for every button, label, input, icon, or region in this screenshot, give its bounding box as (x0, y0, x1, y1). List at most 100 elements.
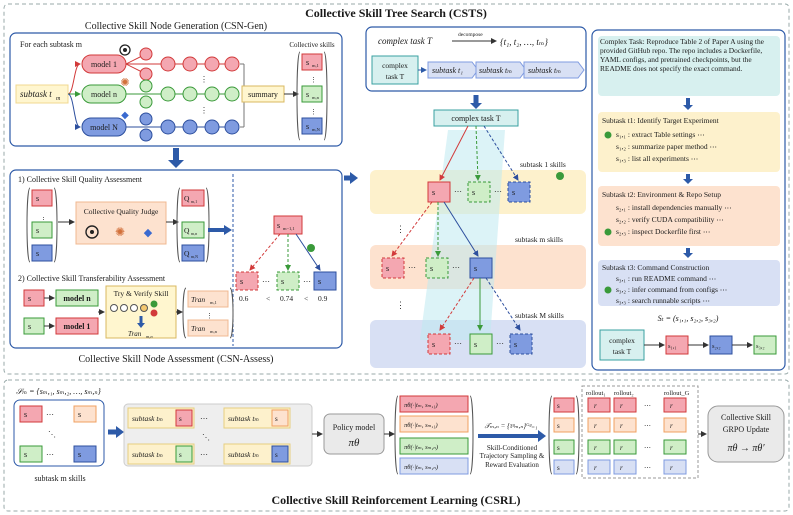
svg-text:task T: task T (386, 72, 405, 81)
tran-n-sub: m,n (210, 329, 218, 335)
q-skill-1: s (36, 194, 39, 203)
model-N-label: model N (90, 123, 118, 132)
judge-whale-icon: ◆ (144, 226, 153, 239)
transfer-model-1-label: model 1 (64, 322, 91, 331)
grpo-update-box[interactable] (707, 405, 785, 463)
pi-2-label: πθ(·|tₘ, sₘ,₁) (404, 422, 438, 429)
example-complex-box (599, 329, 645, 361)
sub1-skill-1: s₁,₁ : extract Table settings ⋯ (616, 130, 705, 139)
svg-text:r: r (670, 444, 673, 452)
example-sub1-box (598, 112, 780, 172)
verify-cross-icon (150, 309, 158, 317)
tran-n (187, 319, 229, 337)
q-score-n-sub: m,n (191, 231, 197, 237)
svg-text:s: s (514, 340, 517, 349)
policy-model-sym: πθ (349, 437, 361, 449)
chain-node-3 (753, 335, 777, 355)
q-score-N (181, 244, 205, 262)
pair-1-1: subtask tₘ s (127, 407, 195, 429)
level-M-label: subtask M skills (515, 311, 564, 320)
tree-node-1-1-s: s (432, 188, 435, 197)
csn-assess-title: Collective Skill Node Assessment (CSN-As… (79, 354, 274, 365)
pi-4 (399, 457, 469, 475)
svg-text:⋯: ⋯ (644, 402, 651, 410)
gen-ellipsis-2: ⋮ (200, 106, 208, 115)
svg-text:s: s (474, 340, 477, 349)
svg-text:r: r (594, 464, 597, 472)
svg-text:s: s (318, 277, 321, 286)
svg-text:r: r (670, 464, 673, 472)
svg-text:⋯: ⋯ (644, 422, 651, 430)
main-title: Collective Skill Tree Search (CSTS) (305, 6, 487, 20)
svg-text:⋱: ⋱ (202, 433, 210, 442)
svg-text:r: r (670, 422, 673, 430)
level1-check-icon (556, 172, 564, 180)
tau-expr: 𝒯ₘ,ₙ = {τᵍₘ,ₙ}ᴳᵍ₌₁ (485, 422, 538, 430)
policy-model-label: Policy model (333, 423, 376, 432)
quality-judge-box (75, 201, 167, 245)
svg-text:s: s (512, 188, 515, 197)
cs-skill-n (301, 85, 323, 103)
svg-text:s: s (557, 402, 560, 410)
svg-text:⋯: ⋯ (408, 263, 416, 272)
tree-node-1-1 (427, 181, 451, 203)
tree-val-1: 0.6 (239, 294, 249, 303)
svg-text:s: s (275, 451, 278, 459)
svg-text:s: s (179, 415, 182, 423)
gen-row-green (126, 79, 240, 109)
svg-text:s: s (474, 264, 477, 273)
level-m-label: subtask m skills (515, 235, 563, 244)
cs-skill-1-sub: m,1 (312, 63, 319, 69)
subtask-seq (427, 61, 585, 79)
cs-skill-1-s: s (306, 58, 309, 67)
svg-text:⋯: ⋯ (46, 450, 54, 459)
sub2-skill-3: s₂,₃ : inspect Dockerfile first ⋯ (616, 227, 711, 236)
example-task-text: Complex Task: Reproduce Table 2 of Paper… (600, 37, 764, 74)
tree-lt-2: < (304, 294, 308, 303)
tree-complex-task-label: complex task T (451, 114, 500, 123)
seq-1: subtask t₁ (432, 66, 463, 75)
tree-node-m-N (469, 257, 493, 279)
for-each-label: For each subtask m (20, 40, 83, 49)
csrl-title: Collective Skill Reinforcement Learning … (271, 493, 520, 507)
to-model1 (67, 61, 81, 95)
sub3-check-icon (604, 286, 612, 294)
svg-text:r: r (620, 422, 623, 430)
pi-1 (399, 395, 469, 413)
grpo-line-3: πθ → πθ′ (727, 443, 765, 454)
pair-n-1-subtask: subtask tₘ (132, 450, 163, 459)
judge-claude-icon: ✺ (115, 225, 125, 239)
sub3-skill-3: s₃,₃ : search runnable scripts ⋯ (616, 296, 710, 305)
svg-text:⋯: ⋯ (303, 277, 311, 286)
example-sub2-box (598, 186, 780, 246)
cs-skill-1 (301, 53, 323, 71)
svg-text:⋯: ⋯ (454, 187, 462, 196)
tree-node-M-1 (427, 333, 451, 355)
svg-text:s: s (24, 410, 27, 419)
verify-check-icon (150, 300, 158, 308)
tree-node-m-n (425, 257, 449, 279)
tree-lt-1: < (266, 294, 270, 303)
tran-1-label: Tran (191, 295, 205, 304)
svg-text:⋯: ⋯ (46, 410, 54, 419)
q-score-1 (181, 189, 205, 207)
pair-n-N: subtask tₘ s (223, 443, 291, 465)
pi-3 (399, 437, 469, 455)
seq-m: subtask tₘ (479, 66, 512, 75)
q-score-N-label: Q (184, 249, 190, 258)
skill-set-def: 𝒮ₘ = {sₘ,₁, sₘ,₂, …, sₘ,ₙ} (16, 387, 102, 396)
sub1-skill-3: s₁,₃ : list all experiments ⋯ (616, 154, 699, 163)
pair-1-2: subtask tₘ s (223, 407, 291, 429)
assess-to-tree-arrow (350, 172, 358, 184)
transfer-title: 2) Collective Skill Transferability Asse… (18, 274, 166, 283)
cs-skill-N-s: s (306, 122, 309, 131)
sub2-skill-1: s₂,₁ : install dependencies manually ⋯ (616, 203, 732, 212)
svg-text:⋮: ⋮ (396, 301, 405, 311)
tree-node-M-N (509, 333, 533, 355)
svg-text:⋯: ⋯ (262, 277, 270, 286)
rl-skills-label: subtask m skills (34, 474, 85, 483)
cs-ellipsis-2: ⋮ (310, 108, 317, 116)
svg-text:r: r (594, 422, 597, 430)
gen-ellipsis-1: ⋮ (200, 75, 208, 84)
